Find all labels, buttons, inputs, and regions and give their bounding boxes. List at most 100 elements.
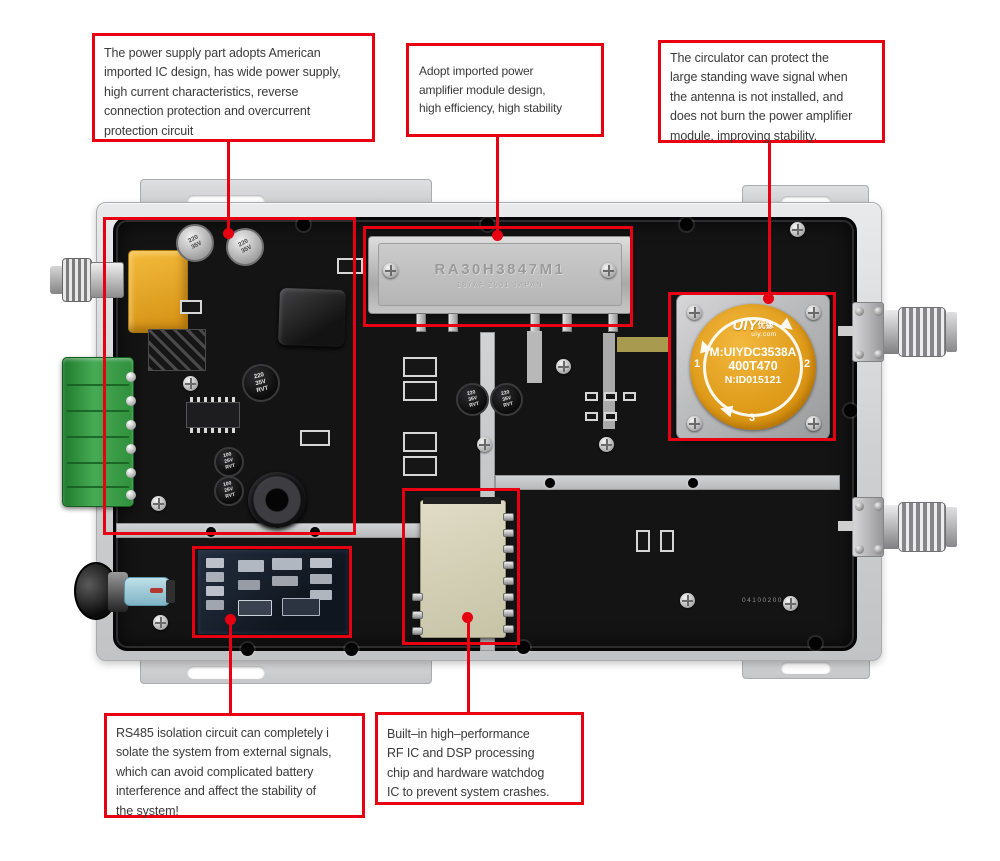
capacitor-label: 220 35V RVT — [466, 389, 480, 409]
dip-ic — [186, 397, 240, 433]
screw — [183, 376, 198, 391]
smd-component — [300, 430, 330, 446]
microstrip — [603, 333, 615, 429]
smd-component — [403, 357, 437, 377]
pcb-hole — [241, 643, 254, 656]
roi-power-supply — [103, 217, 356, 535]
callout-power-supply: The power supply part adopts American im… — [92, 33, 375, 142]
terminal-pin — [126, 468, 136, 478]
bnc-connector-tip — [50, 266, 64, 294]
callout-rf-ic: Built–in high–performance RF IC and DSP … — [375, 712, 584, 805]
pa-module-face: RA30H3847M1 187AF 2501 JAPAN — [378, 243, 622, 306]
smd-component — [180, 300, 202, 314]
smd-component — [585, 392, 598, 401]
shield-divider-right — [495, 475, 840, 490]
terminal-block — [62, 357, 134, 507]
tantalum-capacitor — [128, 250, 188, 333]
electrolytic-capacitor: 220 35V — [226, 228, 264, 266]
pa-pin — [448, 313, 458, 332]
leader-line-rs485 — [229, 619, 232, 713]
aviation-connector-collar — [108, 572, 128, 612]
pcb-hole — [545, 478, 555, 488]
circulator-screw — [687, 305, 702, 320]
screw — [599, 437, 614, 452]
smd-component — [403, 432, 437, 452]
pcb-hole — [297, 218, 310, 231]
pa-screw — [383, 263, 398, 278]
rf-ic-module — [412, 497, 514, 638]
circulator-arrow-ring — [703, 317, 803, 417]
leader-dot-rfic — [462, 612, 473, 623]
leader-dot-power — [223, 228, 234, 239]
smd-component — [636, 530, 650, 552]
screw — [783, 596, 798, 611]
pa-pin — [416, 313, 426, 332]
circulator-port-3: 3 — [749, 412, 756, 424]
rf-trace — [617, 337, 670, 352]
power-amplifier-module: RA30H3847M1 187AF 2501 JAPAN — [368, 236, 632, 332]
board-serial-text: 04100200 — [742, 597, 783, 604]
terminal-pin — [126, 396, 136, 406]
callout-rs485: RS485 isolation circuit can completely i… — [104, 713, 365, 818]
rfic-edge — [423, 497, 501, 504]
terminal-pin — [126, 372, 136, 382]
circulator-port-1: 1 — [694, 358, 701, 370]
mount-slot — [187, 666, 265, 679]
screw — [151, 496, 166, 511]
electrolytic-capacitor: 220 35V RVT — [242, 364, 280, 402]
screw — [556, 359, 571, 374]
pcb-hole — [688, 478, 698, 488]
smd-component — [660, 530, 674, 552]
circulator-screw — [687, 416, 702, 431]
terminal-pin — [126, 490, 136, 500]
pa-pin — [562, 313, 572, 332]
bnc-connector-nut — [62, 258, 92, 302]
leader-line-circulator — [768, 140, 771, 300]
circulator-port-2: 2 — [804, 358, 811, 370]
pa-pin — [608, 313, 618, 332]
smd-component — [403, 456, 437, 476]
aviation-connector-cap — [166, 580, 175, 603]
roi-pa-module — [363, 226, 633, 327]
circulator-disc: UIY优镓 uiy.com M:UIYDC3538A 400T470 N:ID0… — [690, 304, 816, 430]
smd-component — [604, 412, 617, 421]
pcb-hole — [680, 218, 693, 231]
leader-line-power — [227, 142, 230, 236]
rs485-isolation-board — [198, 550, 348, 634]
roi-rf-ic — [402, 488, 520, 645]
smd-component — [403, 381, 437, 401]
solder-tab — [838, 326, 854, 336]
n-connector-bottom — [852, 497, 962, 557]
terminal-pin — [126, 444, 136, 454]
capacitor-label: 220 35V RVT — [500, 389, 514, 409]
circulator-screw — [806, 416, 821, 431]
smd-component — [585, 412, 598, 421]
callout-circulator: The circulator can protect the large sta… — [658, 40, 885, 143]
screw — [477, 437, 492, 452]
roi-rs485 — [192, 546, 352, 638]
electrolytic-capacitor: 100 25V RVT — [214, 476, 244, 506]
leader-line-rfic — [467, 618, 470, 712]
leader-dot-rs485 — [225, 614, 236, 625]
smd-component — [623, 392, 636, 401]
roi-circulator — [668, 292, 836, 441]
solder-tab — [838, 521, 854, 531]
pa-part-number: RA30H3847M1 — [434, 260, 566, 278]
circulator-screw — [806, 305, 821, 320]
smd-component — [337, 258, 363, 274]
leader-dot-pa — [492, 230, 503, 241]
mount-slot — [781, 662, 831, 674]
electrolytic-capacitor: 220 35V — [176, 224, 214, 262]
hatched-area — [148, 329, 206, 371]
screw — [790, 222, 805, 237]
bnc-connector-barrel — [90, 262, 124, 298]
pcb-hole — [517, 641, 530, 654]
pa-date-code: 187AF 2501 JAPAN — [456, 281, 544, 289]
electrolytic-capacitor: 220 35V RVT — [456, 383, 489, 416]
pcb-hole — [809, 637, 822, 650]
n-connector-top — [852, 302, 962, 362]
screw — [153, 615, 168, 630]
leader-line-pa — [496, 137, 499, 238]
wire — [150, 588, 163, 593]
